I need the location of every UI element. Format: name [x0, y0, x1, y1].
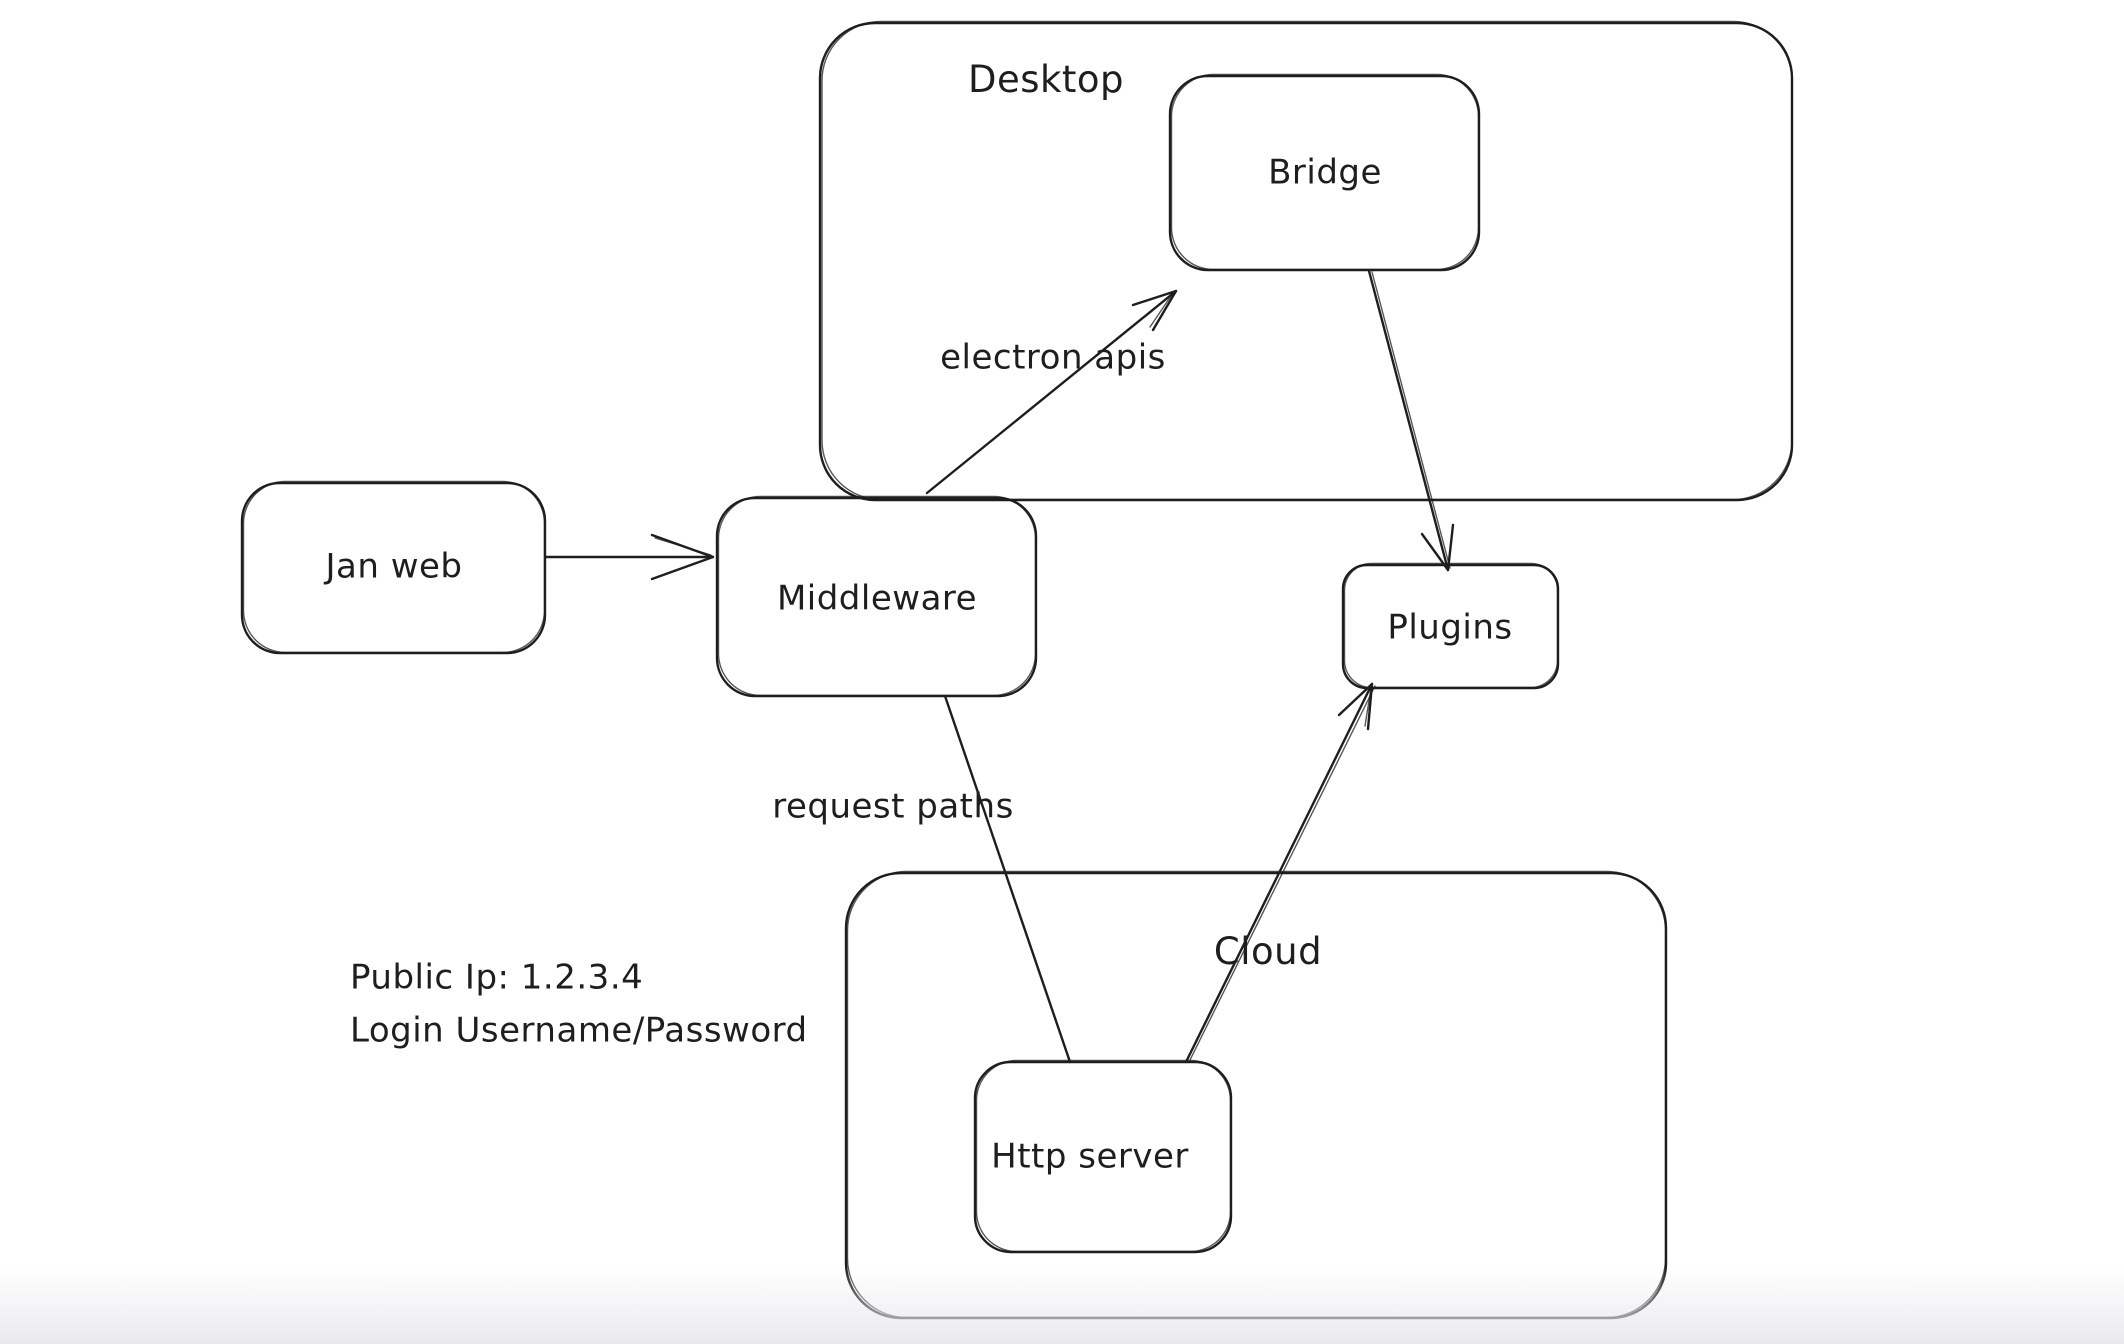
middleware-box-shape[interactable]: [715, 495, 1038, 698]
http-server-box-label[interactable]: Http server: [991, 1136, 1189, 1177]
edge-middleware-to-bridge[interactable]: [925, 289, 1178, 495]
edge-jan-web-to-middleware[interactable]: [543, 533, 715, 581]
public-ip-annotation[interactable]: Public Ip: 1.2.3.4: [350, 957, 644, 998]
edge-bridge-to-plugins[interactable]: [1367, 269, 1455, 572]
edge-http-server-to-plugins[interactable]: [1184, 682, 1376, 1064]
middleware-box-label[interactable]: Middleware: [776, 578, 978, 619]
edge-label-electron-apis[interactable]: electron apis: [940, 337, 1166, 378]
edge-label-request-paths[interactable]: request paths: [772, 786, 1014, 827]
cloud-container-label[interactable]: Cloud: [1213, 929, 1323, 973]
bridge-box-label[interactable]: Bridge: [1268, 152, 1382, 193]
desktop-container-label[interactable]: Desktop: [967, 57, 1125, 101]
http-server-box-shape[interactable]: [973, 1059, 1233, 1254]
plugins-box-shape[interactable]: [1341, 562, 1560, 690]
jan-web-box-label[interactable]: Jan web: [325, 546, 463, 587]
plugins-box-label[interactable]: Plugins: [1387, 607, 1513, 648]
login-annotation[interactable]: Login Username/Password: [350, 1010, 808, 1051]
jan-web-box-shape[interactable]: [240, 480, 547, 655]
desktop-container-shape[interactable]: [818, 20, 1794, 502]
edge-middleware-to-http-server[interactable]: [943, 694, 1072, 1064]
bridge-box-shape[interactable]: [1168, 73, 1481, 272]
